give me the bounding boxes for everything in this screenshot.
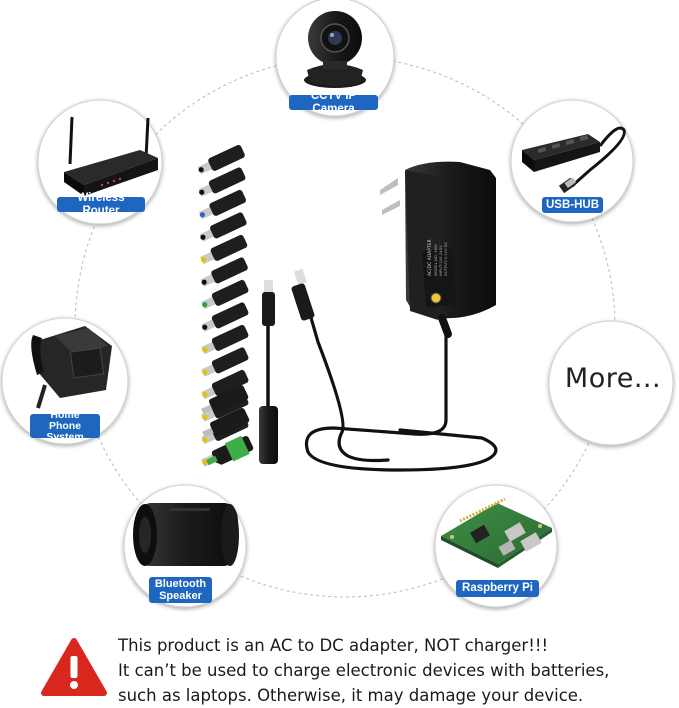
label-usb-hub: USB-HUB — [542, 197, 603, 213]
micro-usb-tip — [201, 385, 249, 415]
label-speaker: Bluetooth Speaker — [149, 577, 212, 603]
adapter-spec-2: INPUT:100-240V — [438, 245, 443, 276]
speaker-icon — [133, 503, 239, 566]
device-circle-speaker — [123, 484, 247, 608]
adapter-spec-3: OUTPUT:3-12V DC — [443, 241, 448, 276]
connector-tip — [201, 302, 249, 332]
connector-tip — [201, 324, 249, 355]
label-router: Wireless Router — [57, 192, 145, 217]
dc-cable — [301, 288, 498, 472]
router-icon — [64, 116, 158, 196]
device-circle-cctv — [275, 0, 395, 117]
more-devices-text: More... — [564, 363, 662, 394]
device-circle-router — [37, 99, 163, 225]
label-home-phone: Home Phone System — [30, 409, 100, 442]
label-cctv: CCTV IP Camera — [289, 90, 378, 115]
voltage-selector-dial — [430, 292, 442, 304]
connector-tip — [201, 347, 249, 377]
connector-tip — [197, 144, 245, 175]
connector-tip — [200, 234, 248, 265]
connector-tip — [198, 167, 246, 197]
warning-line-2: It can’t be used to charge electronic de… — [118, 661, 610, 680]
warning-notice: This product is an AC to DC adapter, NOT… — [118, 633, 678, 708]
warning-line-1: This product is an AC to DC adapter, NOT… — [118, 636, 549, 655]
terminal-block-adapter — [206, 435, 254, 466]
device-circle-more — [548, 320, 674, 446]
power-adapter-icon: AC/DC ADAPTER MODEL NO: 36W INPUT:100-24… — [380, 161, 496, 338]
connector-tip — [200, 257, 248, 287]
warning-icon — [41, 638, 107, 696]
barrel-plug-cable — [259, 268, 315, 464]
warning-line-3: such as laptops. Otherwise, it may damag… — [118, 686, 584, 705]
device-circle-home-phone — [1, 317, 129, 445]
device-circle-usb-hub — [510, 99, 634, 223]
adapter-spec-1: MODEL NO: 36W — [433, 244, 438, 276]
adapter-model-text: AC/DC ADAPTER — [427, 239, 433, 276]
camera-icon — [304, 11, 366, 88]
connector-tips-group — [197, 144, 254, 467]
micro-usb-tip — [202, 408, 250, 438]
connector-tip — [201, 279, 249, 310]
usb-hub-icon — [522, 126, 626, 194]
connector-tip — [198, 189, 247, 220]
phone-icon — [31, 326, 112, 409]
raspberry-pi-board-icon — [441, 497, 552, 568]
connector-tip — [199, 212, 247, 242]
connector-tip — [201, 369, 249, 400]
label-raspberry-pi: Raspberry Pi — [456, 580, 539, 597]
device-circle-raspberry-pi — [434, 484, 558, 608]
